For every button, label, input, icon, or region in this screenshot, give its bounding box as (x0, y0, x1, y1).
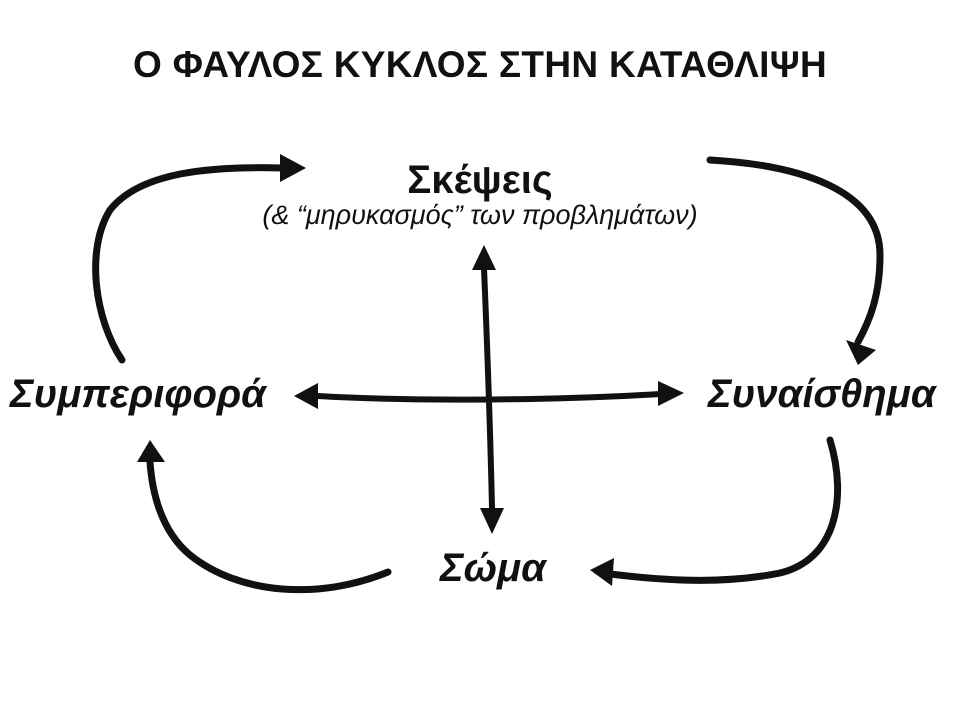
node-thoughts-subtitle: (& “μηρυκασμός” των προβλημάτων) (262, 200, 698, 230)
arrow-body-to-behavior (137, 440, 392, 594)
arrowhead-right (658, 381, 684, 406)
node-emotion: Συναίσθημα (708, 372, 936, 416)
arrowhead-up (472, 245, 496, 270)
node-behavior: Συμπεριφορά (10, 372, 266, 416)
arrow-thoughts-body-bidirectional (472, 245, 504, 534)
arrow-behavior-to-thoughts (92, 154, 306, 364)
arrowhead-down (480, 508, 504, 534)
arrowhead-left (294, 383, 318, 409)
arrow-emotion-to-body (590, 436, 842, 586)
node-body: Σώμα (440, 546, 546, 590)
arrow-thoughts-to-emotion (706, 156, 884, 365)
diagram-title: Ο ΦΑΥΛΟΣ ΚΥΚΛΟΣ ΣΤΗΝ ΚΑΤΑΘΛΙΨΗ (132, 44, 827, 85)
node-thoughts: Σκέψεις (407, 158, 553, 202)
arrow-behavior-emotion-bidirectional (294, 381, 684, 409)
